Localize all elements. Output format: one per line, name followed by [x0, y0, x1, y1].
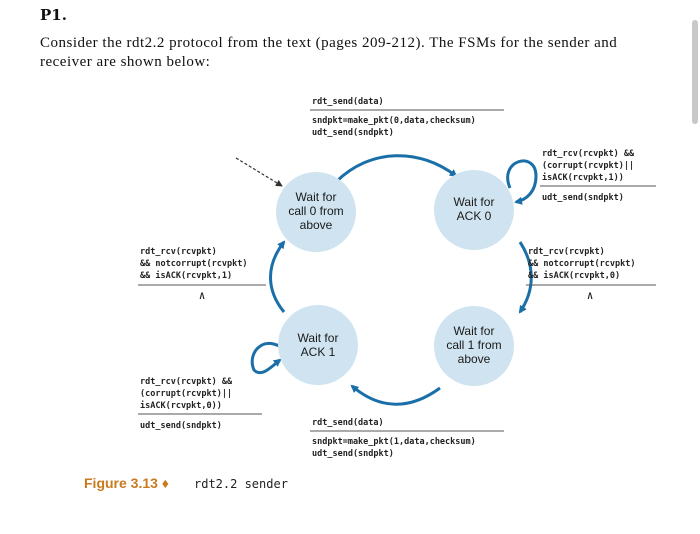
ack0-self-event-3: isACK(rcvpkt,1)): [542, 172, 624, 183]
right-event-1: rdt_rcv(rcvpkt): [528, 247, 605, 257]
transition-call0-to-ack0: [334, 154, 458, 184]
transition-label-ack1-self: rdt_rcv(rcvpkt) && (corrupt(rcvpkt)|| is…: [138, 377, 262, 431]
state-wait-ack1-line-1: Wait for: [298, 331, 339, 345]
state-wait-call0: Wait for call 0 from above: [276, 172, 356, 252]
ack0-self-action-1: udt_send(sndpkt): [542, 193, 624, 203]
transition-label-left: rdt_rcv(rcvpkt) && notcorrupt(rcvpkt) &&…: [138, 247, 266, 302]
state-wait-ack0-line-1: Wait for: [454, 195, 495, 209]
state-wait-ack0: Wait for ACK 0: [434, 170, 514, 250]
state-wait-ack1: Wait for ACK 1: [278, 305, 358, 385]
state-wait-call1: Wait for call 1 from above: [434, 306, 514, 386]
transition-ack0-to-call1: [518, 241, 533, 314]
figure-caption-prefix: Figure 3.13 ♦: [84, 475, 169, 491]
state-wait-call1-line-3: above: [458, 352, 491, 366]
left-action-lambda: Λ: [199, 292, 204, 302]
transition-ack1-to-call0: [269, 240, 286, 313]
problem-statement-line-2: receiver are shown below:: [40, 54, 211, 70]
ack0-self-event-2: (corrupt(rcvpkt)||: [542, 161, 634, 171]
transition-label-ack0-self: rdt_rcv(rcvpkt) && (corrupt(rcvpkt)|| is…: [540, 149, 656, 203]
state-wait-call1-line-1: Wait for: [454, 324, 495, 338]
state-wait-ack0-line-2: ACK 0: [457, 209, 492, 223]
ack1-self-event-3: isACK(rcvpkt,0)): [140, 400, 222, 411]
self-loop-ack1: [250, 341, 292, 375]
transition-label-bottom: rdt_send(data) sndpkt=make_pkt(1,data,ch…: [310, 418, 504, 459]
left-event-1: rdt_rcv(rcvpkt): [140, 247, 217, 257]
transition-top-event: rdt_send(data): [312, 97, 384, 107]
left-event-2: && notcorrupt(rcvpkt): [140, 259, 247, 269]
figure-caption-text: rdt2.2 sender: [194, 477, 288, 491]
scrollbar-thumb[interactable]: [692, 20, 698, 124]
transition-top-action-1: sndpkt=make_pkt(0,data,checksum): [312, 116, 476, 126]
state-wait-call0-line-3: above: [300, 218, 333, 232]
right-action-lambda: Λ: [587, 292, 592, 302]
transition-top-action-2: udt_send(sndpkt): [312, 128, 394, 138]
transition-label-right: rdt_rcv(rcvpkt) && notcorrupt(rcvpkt) &&…: [526, 247, 656, 302]
ack1-self-action-1: udt_send(sndpkt): [140, 421, 222, 431]
self-loop-ack0: [506, 159, 538, 205]
problem-statement: Consider the rdt2.2 protocol from the te…: [40, 34, 680, 72]
figure-caption: Figure 3.13 ♦ rdt2.2 sender: [84, 475, 288, 491]
ack1-self-event-2: (corrupt(rcvpkt)||: [140, 389, 232, 399]
transition-bottom-action-1: sndpkt=make_pkt(1,data,checksum): [312, 437, 476, 447]
state-wait-call1-line-2: call 1 from: [446, 338, 501, 352]
state-wait-call0-line-2: call 0 from: [288, 204, 343, 218]
problem-statement-line-1: Consider the rdt2.2 protocol from the te…: [40, 35, 618, 51]
transition-call1-to-ack1: [350, 384, 441, 406]
left-event-3: && isACK(rcvpkt,1): [140, 270, 232, 281]
ack1-self-event-1: rdt_rcv(rcvpkt) &&: [140, 377, 233, 387]
transition-bottom-action-2: udt_send(sndpkt): [312, 449, 394, 459]
initial-state-arrow: [235, 157, 283, 187]
state-wait-call0-line-1: Wait for: [296, 190, 337, 204]
transition-label-top: rdt_send(data) sndpkt=make_pkt(0,data,ch…: [310, 97, 504, 138]
problem-number: P1.: [40, 6, 67, 24]
transition-bottom-event: rdt_send(data): [312, 418, 384, 428]
right-event-2: && notcorrupt(rcvpkt): [528, 259, 635, 269]
right-event-3: && isACK(rcvpkt,0): [528, 270, 620, 281]
ack0-self-event-1: rdt_rcv(rcvpkt) &&: [542, 149, 635, 159]
state-wait-ack1-line-2: ACK 1: [301, 345, 336, 359]
